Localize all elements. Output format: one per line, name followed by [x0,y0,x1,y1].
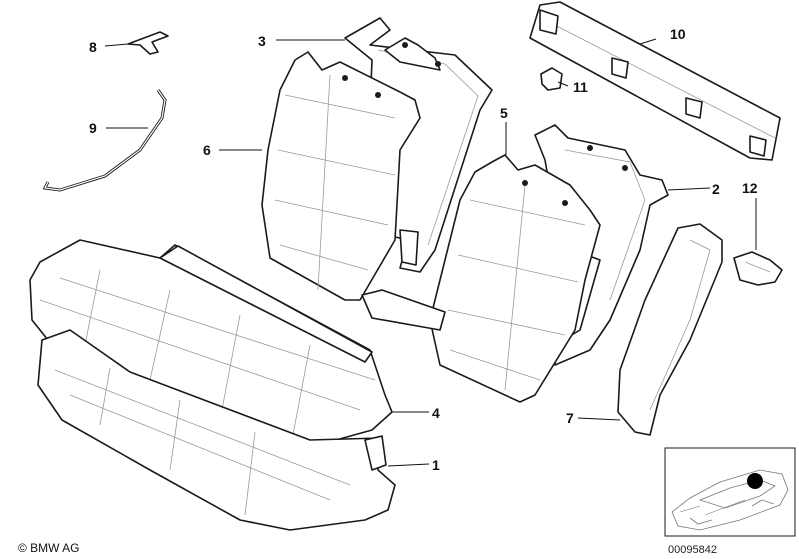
part-9-wire-rod [42,89,167,192]
part-6-left-backrest [261,51,421,301]
callout-8: 8 [89,39,97,55]
callout-10: 10 [670,26,686,42]
seat-location-marker [747,473,763,489]
callout-5: 5 [500,105,508,121]
part-12-latch [733,251,783,286]
callout-7: 7 [566,410,574,426]
callout-6: 6 [203,142,211,158]
part-1-seat-base [37,329,396,531]
callout-3: 3 [258,33,266,49]
callout-9: 9 [89,120,97,136]
part-8-wire-clip [127,31,169,55]
callout-labels: 1 2 3 4 5 6 7 8 9 10 11 12 [89,26,758,473]
callout-2: 2 [712,181,720,197]
part-11-clip [540,67,563,91]
callout-1: 1 [432,457,440,473]
callout-12: 12 [742,180,758,196]
car-silhouette-icon [671,469,789,531]
part-5-right-backrest [361,154,601,403]
diagram-number: 00095842 [668,544,717,556]
copyright-text: © BMW AG [18,541,80,555]
vehicle-locator-inset [664,447,796,537]
callout-4: 4 [432,405,440,421]
part-7-side-bolster [617,223,723,436]
leader-lines [104,38,757,467]
callout-11: 11 [573,79,588,95]
part-4-seat-cushion [29,239,393,451]
part-10-rear-panel [529,1,781,161]
